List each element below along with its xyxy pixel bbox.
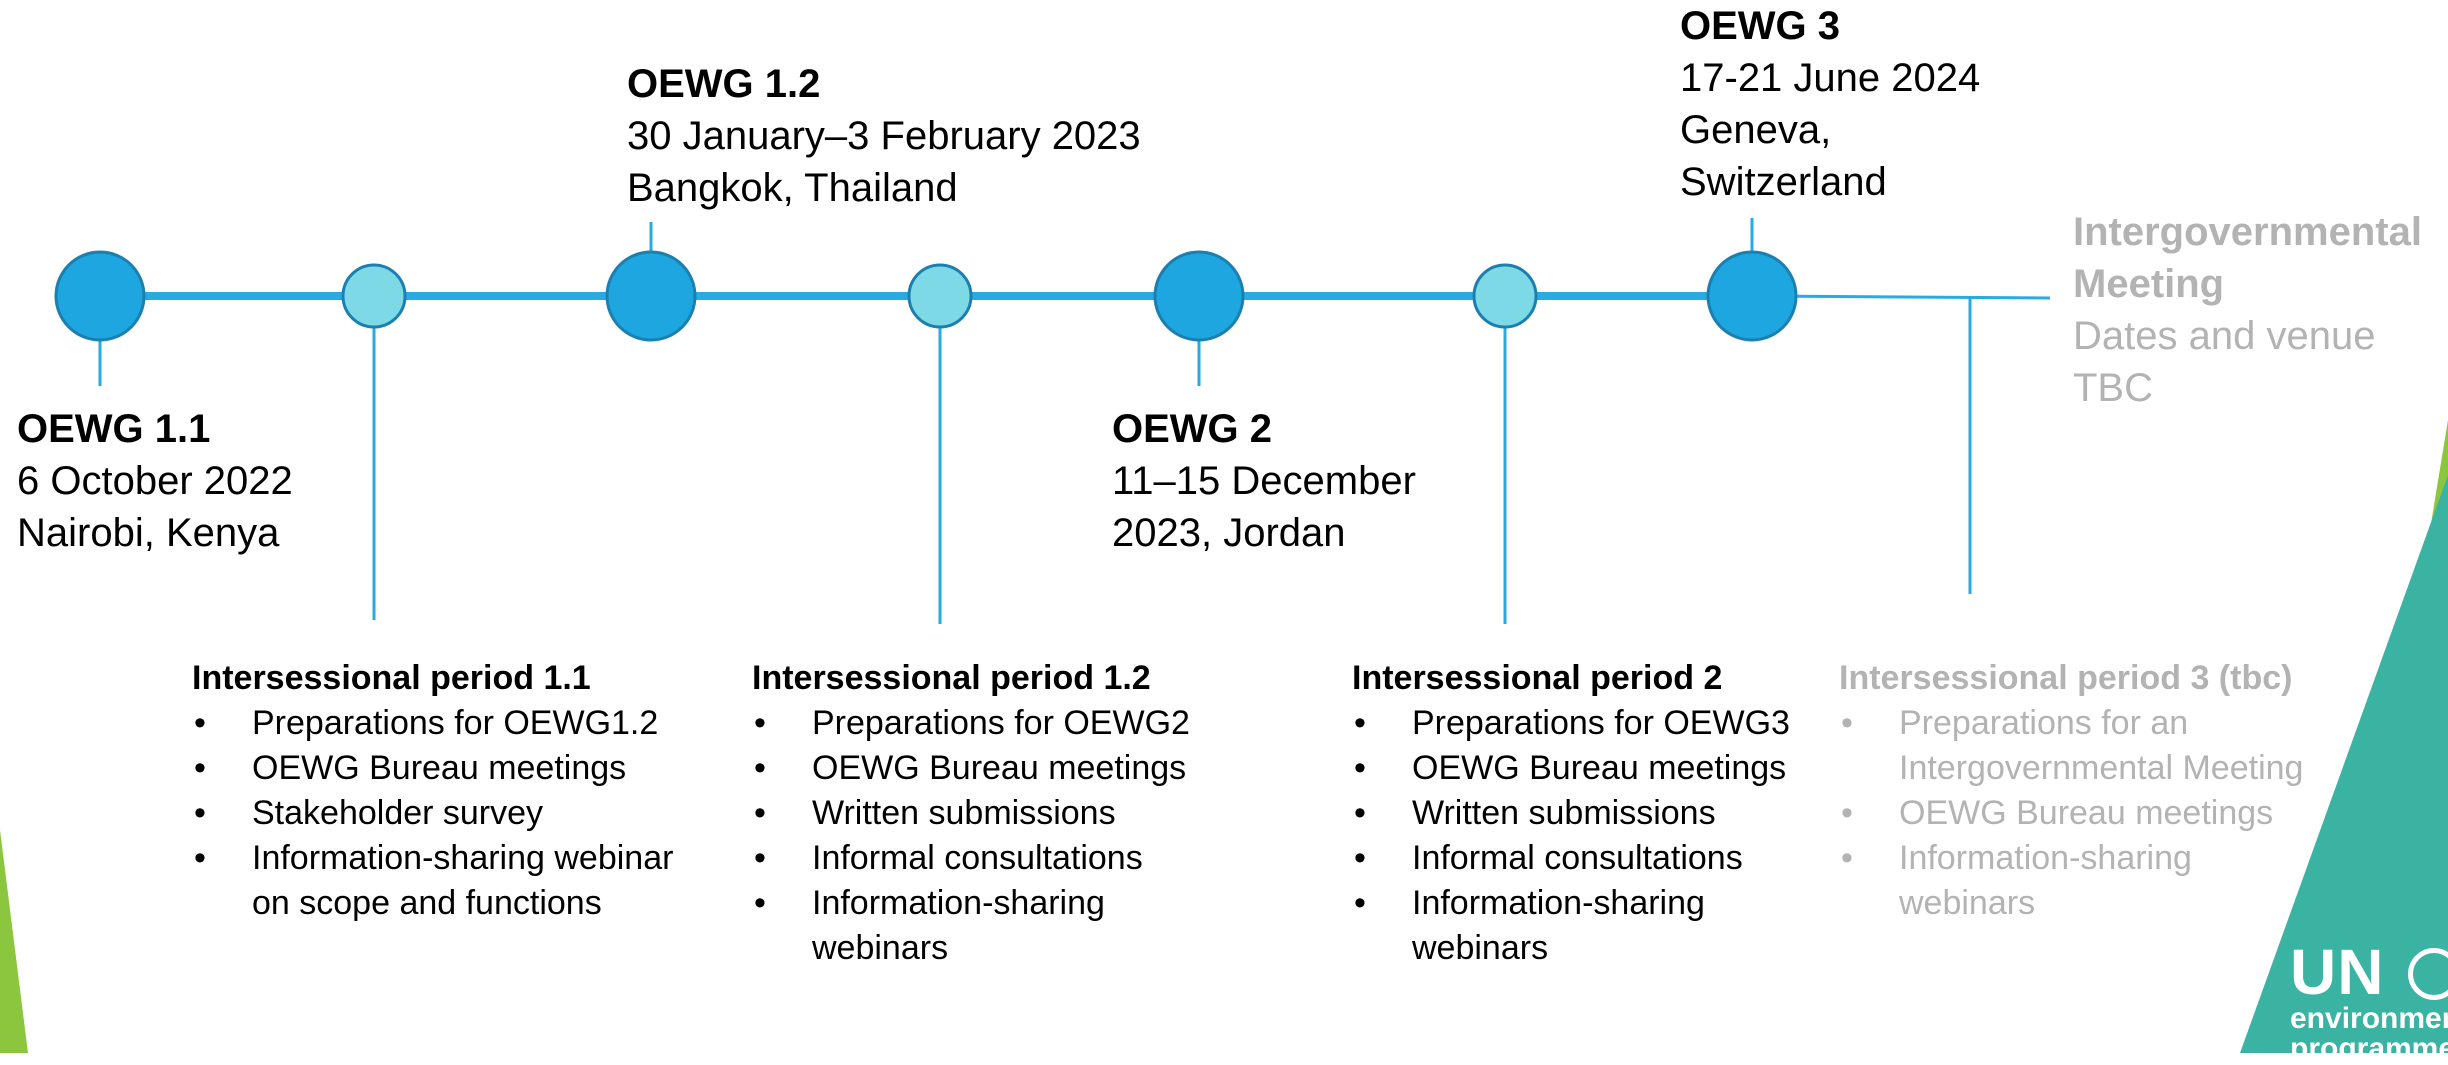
- meeting-date: 30 January–3 February 2023: [627, 114, 1141, 158]
- period-item: Stakeholder survey: [192, 791, 712, 836]
- period-3: Intersessional period 3 (tbc) Preparatio…: [1839, 656, 2319, 926]
- meeting-title: OEWG 1.1: [17, 407, 211, 451]
- meeting-venue-note: TBC: [2073, 366, 2153, 410]
- period-title: Intersessional period 2: [1352, 659, 1723, 697]
- meeting-title: OEWG 3: [1680, 4, 1841, 48]
- period-item: Written submissions: [752, 791, 1222, 836]
- timeline-line-future: [1751, 294, 2051, 300]
- period-item: Written submissions: [1352, 791, 1822, 836]
- period-item: OEWG Bureau meetings: [192, 746, 712, 791]
- period-items: Preparations for OEWG1.2 OEWG Bureau mee…: [192, 701, 712, 926]
- meeting-date: 6 October 2022: [17, 459, 293, 503]
- node-oewg-1-1: [54, 250, 146, 342]
- period-1-2: Intersessional period 1.2 Preparations f…: [752, 656, 1222, 971]
- period-item: OEWG Bureau meetings: [1352, 746, 1822, 791]
- period-item: Information-sharing webinar on scope and…: [192, 836, 712, 926]
- green-corner-left: [0, 830, 28, 1053]
- meeting-oewg-1-1: OEWG 1.1 6 October 2022 Nairobi, Kenya: [17, 403, 293, 559]
- period-item: Informal consultations: [752, 836, 1222, 881]
- node-oewg-2: [1153, 250, 1245, 342]
- meeting-oewg-2: OEWG 2 11–15 December 2023, Jordan: [1112, 403, 1416, 559]
- meeting-title: Intergovernmental: [2073, 210, 2422, 254]
- logo-mark: UN: [2290, 936, 2385, 1008]
- period-item: Preparations for OEWG1.2: [192, 701, 712, 746]
- meeting-intergovernmental: Intergovernmental Meeting Dates and venu…: [2073, 206, 2422, 414]
- period-item: Preparations for OEWG3: [1352, 701, 1822, 746]
- period-item: Informal consultations: [1352, 836, 1822, 881]
- period-item: Information-sharing webinars: [1839, 836, 2319, 926]
- meeting-venue: Nairobi, Kenya: [17, 511, 280, 555]
- period-item: OEWG Bureau meetings: [752, 746, 1222, 791]
- period-title: Intersessional period 1.1: [192, 659, 591, 697]
- meeting-venue: 2023, Jordan: [1112, 511, 1346, 555]
- period-item: Preparations for an Intergovernmental Me…: [1839, 701, 2319, 791]
- period-items: Preparations for OEWG2 OEWG Bureau meeti…: [752, 701, 1222, 971]
- logo-text-2: programme: [2290, 1032, 2448, 1065]
- period-title: Intersessional period 3 (tbc): [1839, 659, 2293, 697]
- meeting-dates-note: Dates and venue: [2073, 314, 2376, 358]
- period-2: Intersessional period 2 Preparations for…: [1352, 656, 1822, 971]
- period-title: Intersessional period 1.2: [752, 659, 1151, 697]
- period-items: Preparations for OEWG3 OEWG Bureau meeti…: [1352, 701, 1822, 971]
- period-items: Preparations for an Intergovernmental Me…: [1839, 701, 2319, 926]
- period-item: Preparations for OEWG2: [752, 701, 1222, 746]
- node-oewg-3: [1706, 250, 1798, 342]
- meeting-title: OEWG 2: [1112, 407, 1273, 451]
- node-period-1-1: [341, 263, 407, 329]
- logo-text: environment: [2290, 1002, 2448, 1035]
- unep-logo: UN environment programme: [2290, 940, 2448, 1064]
- meeting-date: 11–15 December: [1112, 459, 1416, 503]
- period-item: Information-sharing webinars: [1352, 881, 1822, 971]
- meeting-date: 17-21 June 2024: [1680, 56, 1981, 100]
- node-period-1-2: [907, 263, 973, 329]
- node-period-2: [1472, 263, 1538, 329]
- meeting-oewg-3: OEWG 3 17-21 June 2024 Geneva, Switzerla…: [1680, 0, 1980, 208]
- period-1-1: Intersessional period 1.1 Preparations f…: [192, 656, 712, 926]
- meeting-venue: Geneva,: [1680, 108, 1832, 152]
- meeting-venue: Bangkok, Thailand: [627, 166, 958, 210]
- period-item: OEWG Bureau meetings: [1839, 791, 2319, 836]
- period-item: Information-sharing webinars: [752, 881, 1222, 971]
- globe-emblem-icon: [2408, 948, 2448, 1000]
- meeting-oewg-1-2: OEWG 1.2 30 January–3 February 2023 Bang…: [627, 58, 1141, 214]
- meeting-venue-country: Switzerland: [1680, 160, 1887, 204]
- meeting-title: OEWG 1.2: [627, 62, 821, 106]
- node-oewg-1-2: [605, 250, 697, 342]
- meeting-title-line2: Meeting: [2073, 262, 2225, 306]
